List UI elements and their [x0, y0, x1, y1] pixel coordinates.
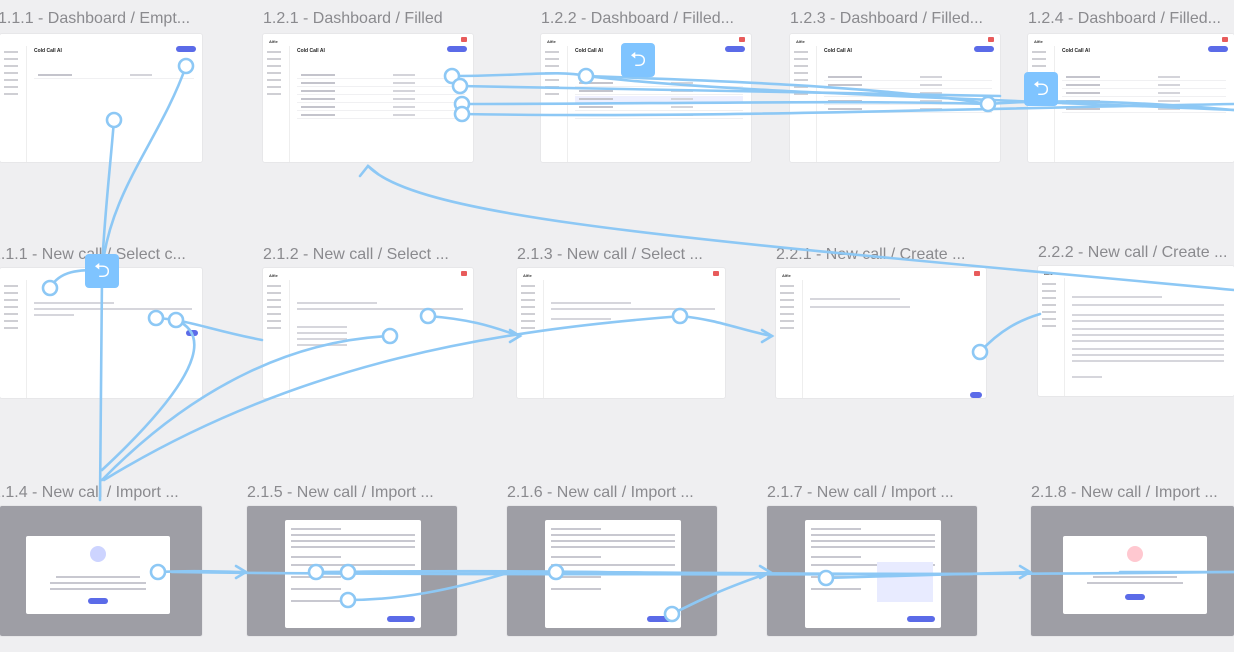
- frame-dashboard-filled-1[interactable]: Alfie Cold Call AI: [263, 34, 473, 162]
- frame-label-1-2-2[interactable]: 1.2.2 - Dashboard / Filled...: [541, 10, 734, 27]
- frame-label-2-1-8[interactable]: 2.1.8 - New call / Import ...: [1031, 484, 1218, 501]
- frame-label-2-2-2[interactable]: 2.2.2 - New call / Create ...: [1038, 244, 1228, 261]
- frame-label-2-1-2[interactable]: 2.1.2 - New call / Select ...: [263, 246, 449, 263]
- frame-label-1-2-1[interactable]: 1.2.1 - Dashboard / Filled: [263, 10, 443, 27]
- frame-import-5[interactable]: [1031, 506, 1234, 636]
- frame-label-1-2-4[interactable]: 1.2.4 - Dashboard / Filled...: [1028, 10, 1221, 27]
- frame-dashboard-empty[interactable]: Cold Call AI: [0, 34, 202, 162]
- frame-title: Cold Call AI: [297, 48, 325, 54]
- frame-label-2-1-4[interactable]: 2.1.4 - New call / Import ...: [0, 484, 179, 501]
- frame-new-call-create-2[interactable]: Alfie: [1038, 266, 1234, 396]
- frame-title: Cold Call AI: [1062, 48, 1090, 54]
- frame-import-1[interactable]: [0, 506, 202, 636]
- frame-dashboard-filled-3[interactable]: Alfie Cold Call AI: [790, 34, 1000, 162]
- frame-label-2-1-7[interactable]: 2.1.7 - New call / Import ...: [767, 484, 954, 501]
- frame-new-call-select-3[interactable]: Alfie: [517, 268, 725, 398]
- frame-import-2[interactable]: [247, 506, 457, 636]
- frame-label-2-1-6[interactable]: 2.1.6 - New call / Import ...: [507, 484, 694, 501]
- frame-label-2-2-1[interactable]: 2.2.1 - New call / Create ...: [776, 246, 966, 263]
- frame-import-4[interactable]: [767, 506, 977, 636]
- frame-title: Cold Call AI: [824, 48, 852, 54]
- frame-label-1-2-3[interactable]: 1.2.3 - Dashboard / Filled...: [790, 10, 983, 27]
- frame-new-call-create-1[interactable]: Alfie: [776, 268, 986, 398]
- frame-label-2-1-3[interactable]: 2.1.3 - New call / Select ...: [517, 246, 703, 263]
- back-arrow-icon[interactable]: ⮌: [85, 254, 119, 288]
- back-arrow-icon[interactable]: ⮌: [621, 43, 655, 77]
- frame-label-2-1-5[interactable]: 2.1.5 - New call / Import ...: [247, 484, 434, 501]
- frame-title: Cold Call AI: [34, 48, 62, 54]
- frame-dashboard-filled-4[interactable]: Alfie Cold Call AI: [1028, 34, 1234, 162]
- back-arrow-icon[interactable]: ⮌: [1024, 72, 1058, 106]
- frame-new-call-select-2[interactable]: Alfie: [263, 268, 473, 398]
- frame-title: Cold Call AI: [575, 48, 603, 54]
- frame-import-3[interactable]: [507, 506, 717, 636]
- frame-label-1-1-1[interactable]: 1.1.1 - Dashboard / Empt...: [0, 10, 191, 27]
